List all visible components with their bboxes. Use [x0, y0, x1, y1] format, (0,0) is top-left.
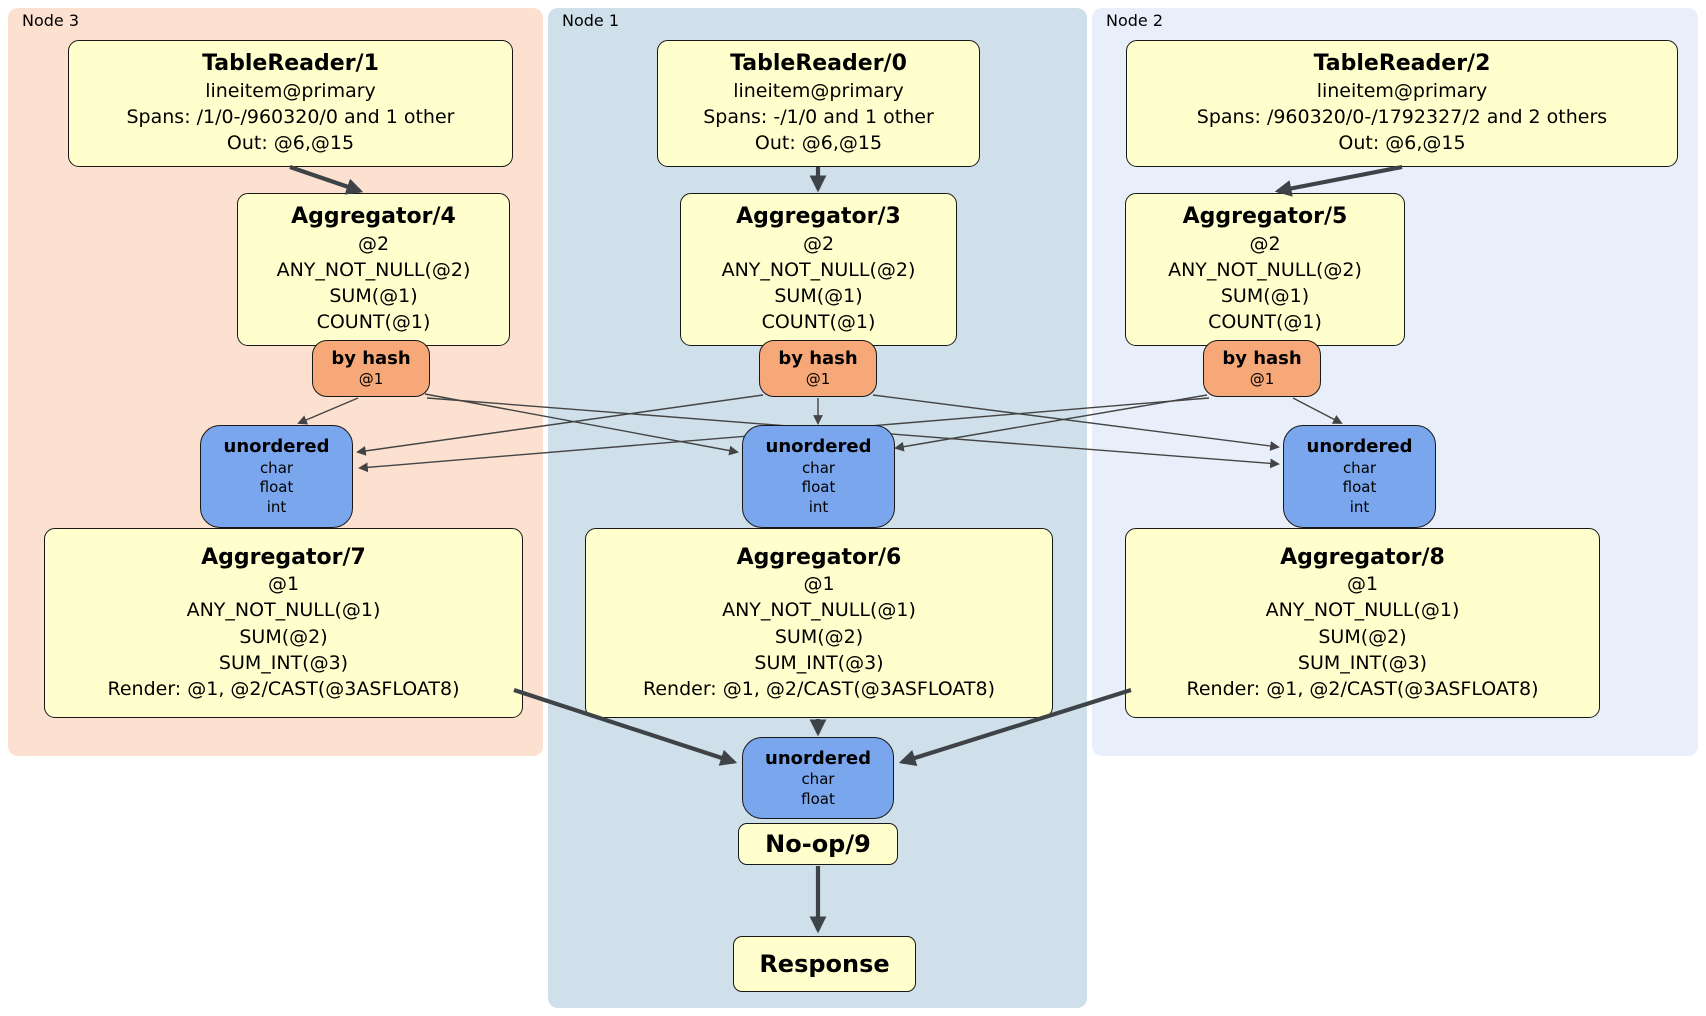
unordered-stream-node1: unordered char float int	[742, 425, 895, 528]
panel-label-node1: Node 1	[562, 11, 620, 30]
aggregator-5-node: Aggregator/5 @2 ANY_NOT_NULL(@2) SUM(@1)…	[1125, 193, 1405, 346]
unordered-stream-node3: unordered char float int	[200, 425, 353, 528]
aggregator-3-node: Aggregator/3 @2 ANY_NOT_NULL(@2) SUM(@1)…	[680, 193, 957, 346]
node-out: Out: @6,@15	[754, 132, 883, 155]
node-render: Render: @1, @2/CAST(@3ASFLOAT8)	[643, 678, 995, 701]
aggregator-6-node: Aggregator/6 @1 ANY_NOT_NULL(@1) SUM(@2)…	[585, 528, 1053, 718]
node-index: lineitem@primary	[1316, 79, 1488, 102]
aggregator-7-node: Aggregator/7 @1 ANY_NOT_NULL(@1) SUM(@2)…	[44, 528, 523, 718]
by-hash-router-node2: by hash @1	[1203, 340, 1321, 397]
aggregator-8-node: Aggregator/8 @1 ANY_NOT_NULL(@1) SUM(@2)…	[1125, 528, 1600, 718]
node-title: Aggregator/8	[1280, 544, 1445, 570]
unordered-stream-node2: unordered char float int	[1283, 425, 1436, 528]
node-title: TableReader/2	[1313, 51, 1491, 77]
by-hash-router-node1: by hash @1	[759, 340, 877, 397]
node-title: Aggregator/6	[736, 544, 902, 570]
node-spans: Spans: /1/0-/960320/0 and 1 other	[126, 106, 455, 129]
tablereader-1-node: TableReader/1 lineitem@primary Spans: /1…	[68, 40, 513, 167]
node-title: Aggregator/3	[736, 204, 901, 230]
panel-label-node2: Node 2	[1106, 11, 1164, 30]
panel-label-node3: Node 3	[22, 11, 80, 30]
node-index: lineitem@primary	[205, 79, 376, 102]
node-title: Aggregator/4	[291, 204, 456, 230]
node-spans: Spans: /960320/0-/1792327/2 and 2 others	[1196, 106, 1608, 129]
node-title: Aggregator/7	[201, 544, 366, 570]
tablereader-0-node: TableReader/0 lineitem@primary Spans: -/…	[657, 40, 980, 167]
node-out: Out: @6,@15	[1338, 132, 1466, 155]
aggregator-4-node: Aggregator/4 @2 ANY_NOT_NULL(@2) SUM(@1)…	[237, 193, 510, 346]
noop-node: No-op/9	[738, 823, 898, 865]
tablereader-2-node: TableReader/2 lineitem@primary Spans: /9…	[1126, 40, 1678, 167]
by-hash-router-node3: by hash @1	[312, 340, 430, 397]
unordered-stream-final: unordered char float	[742, 737, 894, 819]
node-render: Render: @1, @2/CAST(@3ASFLOAT8)	[1186, 678, 1539, 701]
node-title: Aggregator/5	[1182, 204, 1348, 230]
node-index: lineitem@primary	[733, 79, 904, 102]
node-title: TableReader/1	[202, 51, 379, 77]
node-render: Render: @1, @2/CAST(@3ASFLOAT8)	[107, 678, 460, 701]
node-out: Out: @6,@15	[226, 132, 355, 155]
node-spans: Spans: -/1/0 and 1 other	[703, 106, 934, 129]
node-title: TableReader/0	[730, 51, 907, 77]
response-node: Response	[733, 936, 916, 992]
